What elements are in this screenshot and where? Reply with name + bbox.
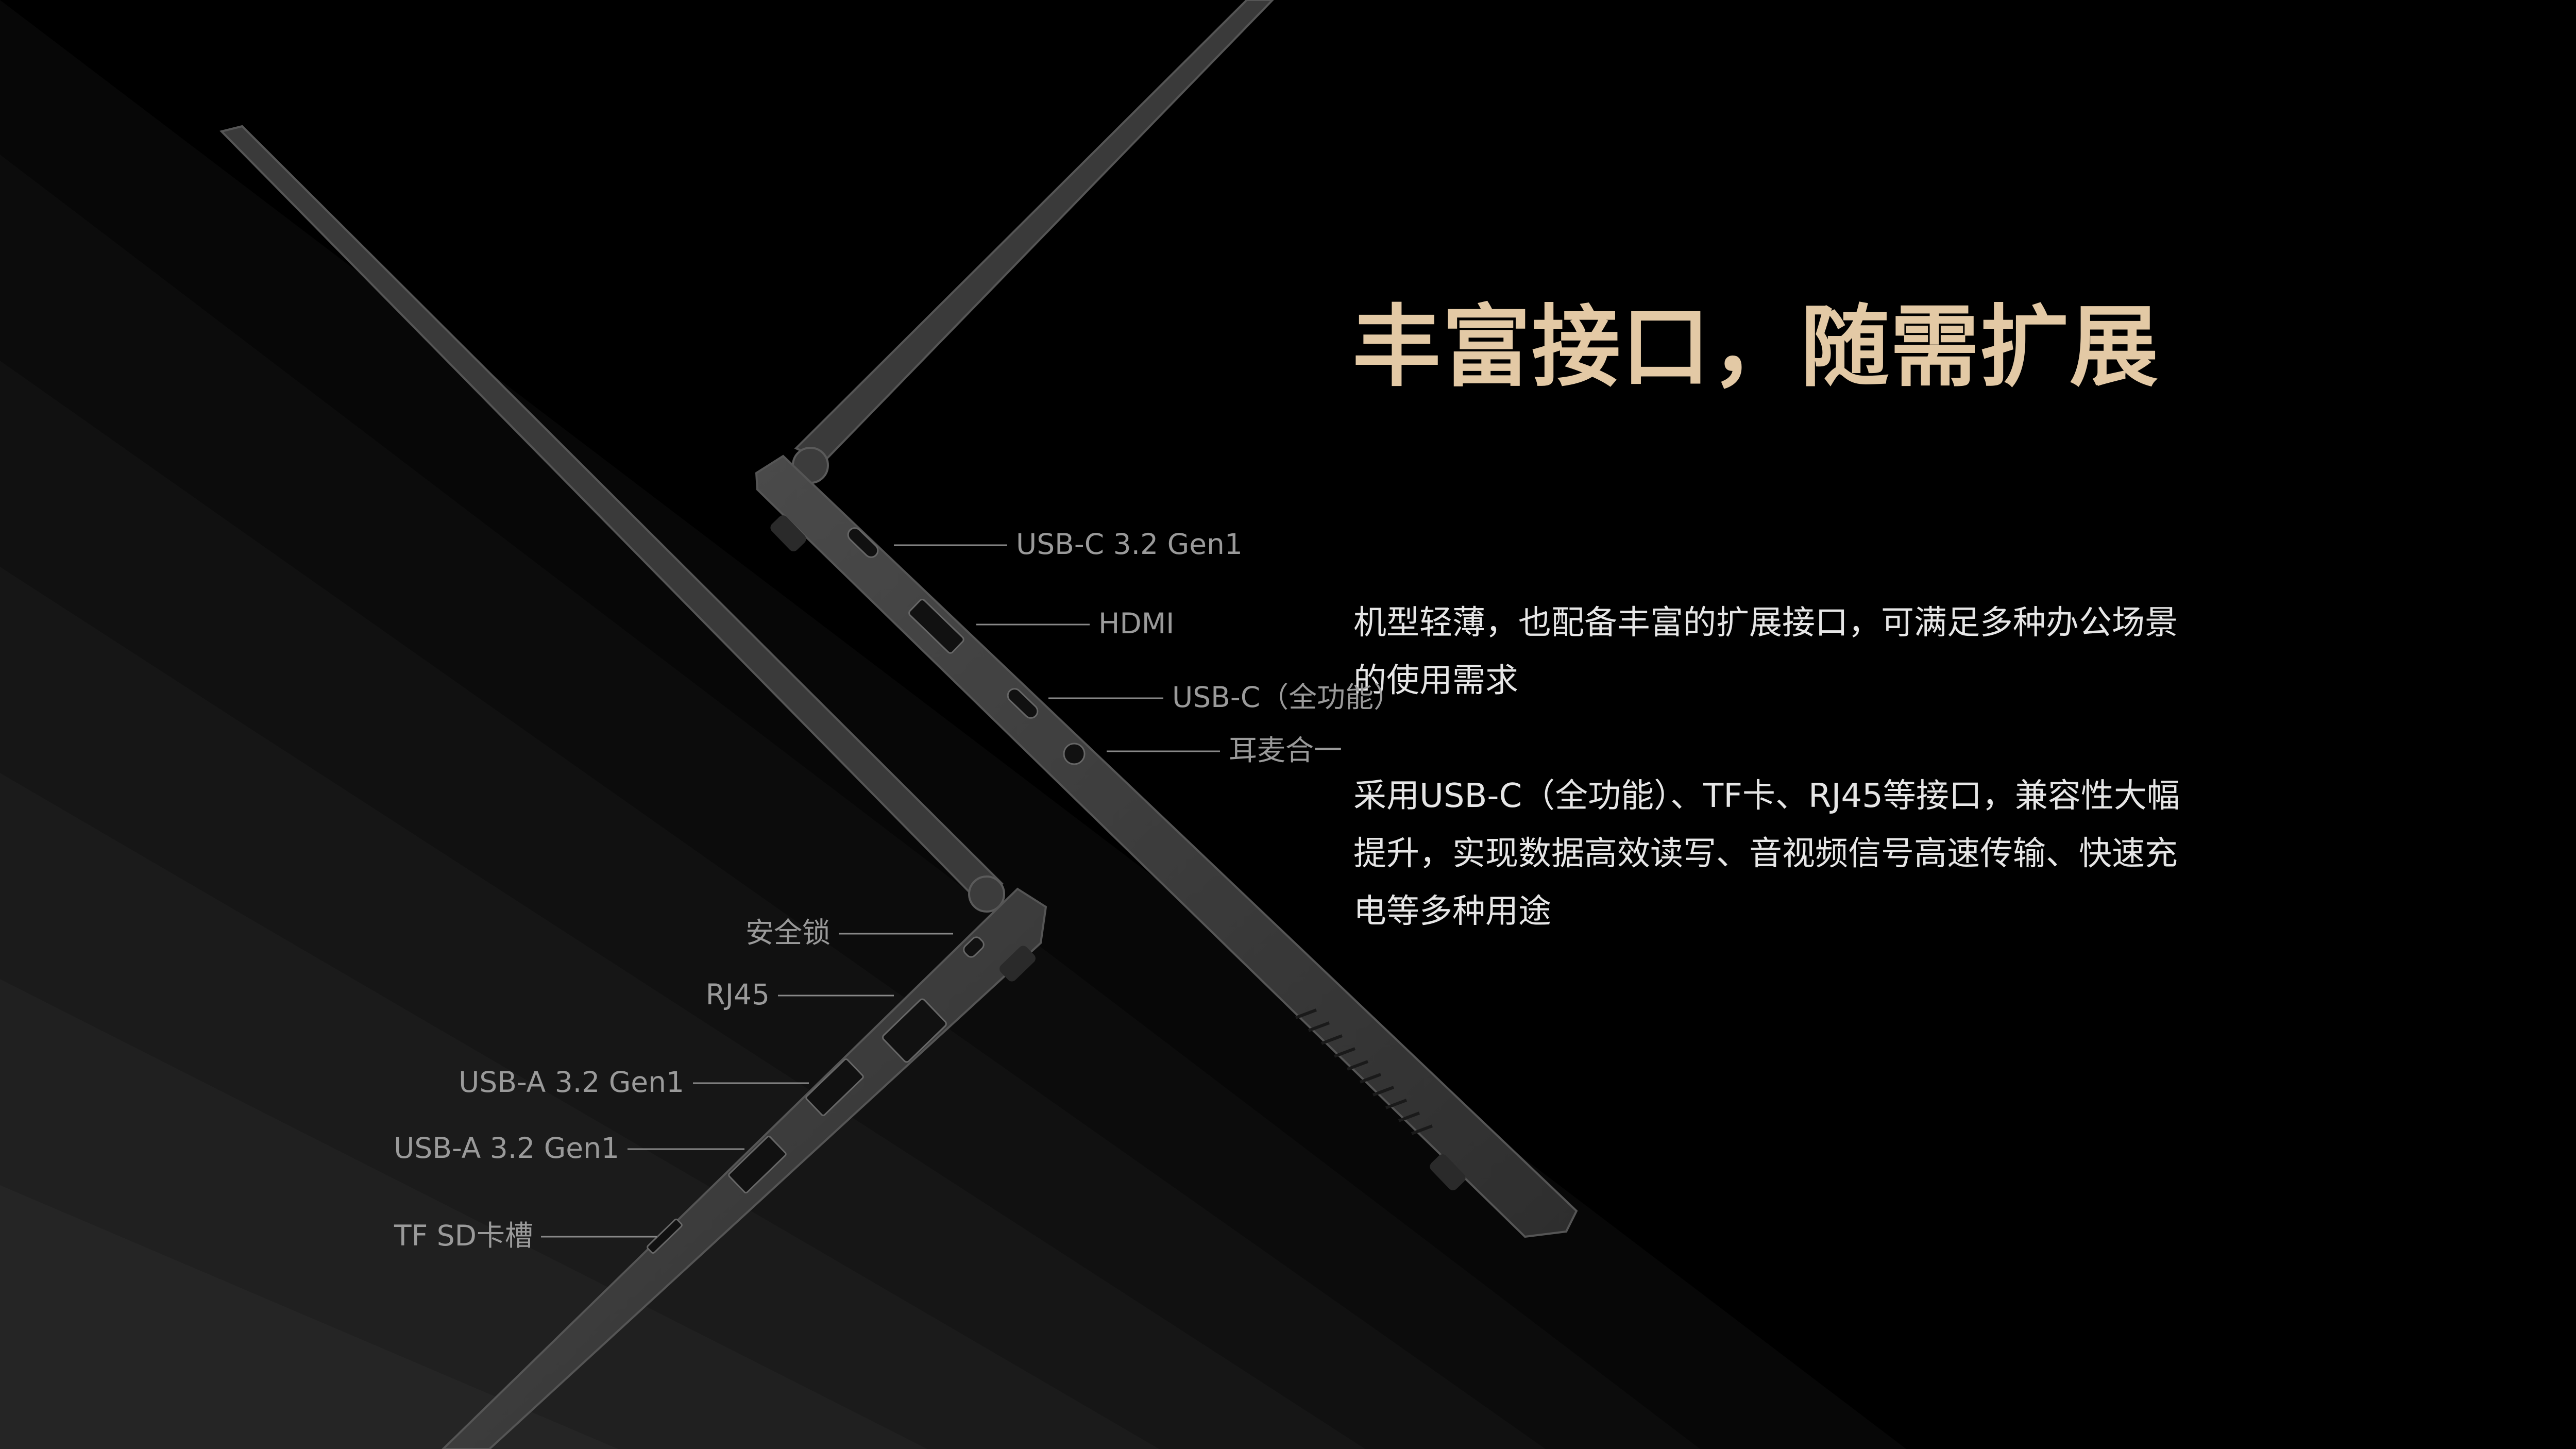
callout-usb-a-3-2-gen1: USB-A 3.2 Gen1 bbox=[459, 1066, 684, 1099]
callout-usb-c-3-2-gen1: USB-C 3.2 Gen1 bbox=[1016, 528, 1243, 561]
usb-c-port-icon bbox=[847, 527, 879, 558]
laptop-lower-hinge bbox=[968, 875, 1005, 913]
laptop-lower-lid bbox=[219, 125, 1004, 903]
laptop-upper bbox=[755, 0, 1578, 1238]
callout-hdmi: HDMI bbox=[1098, 607, 1175, 640]
security-lock-slot-icon bbox=[963, 936, 985, 958]
laptop-lower bbox=[219, 125, 1047, 1449]
callout-tf-sd-card-slot: TF SD卡槽 bbox=[394, 1219, 533, 1252]
laptop-upper-foot bbox=[770, 515, 806, 551]
headset-jack-icon bbox=[1063, 743, 1086, 765]
usb-c-full-function-port-icon bbox=[1007, 688, 1039, 719]
description-paragraph: 采用USB-C（全功能）、TF卡、RJ45等接口，兼容性大幅提升，实现数据高效读… bbox=[1353, 777, 2180, 931]
headline: 丰富接口，随需扩展 bbox=[1352, 295, 2159, 399]
usb-a-port-icon bbox=[805, 1058, 864, 1117]
usb-a-port-icon bbox=[728, 1135, 787, 1194]
rj45-port-icon bbox=[882, 998, 947, 1063]
callout-rj45: RJ45 bbox=[705, 978, 770, 1011]
callout-usb-a-3-2-gen1: USB-A 3.2 Gen1 bbox=[394, 1132, 619, 1165]
description-paragraph: 机型轻薄，也配备丰富的扩展接口，可满足多种办公场景的使用需求 bbox=[1353, 604, 2178, 700]
callout-security-lock: 安全锁 bbox=[745, 916, 831, 949]
laptop-upper-base bbox=[755, 454, 1578, 1238]
laptop-upper-foot bbox=[1430, 1154, 1466, 1190]
callout-headset-jack: 耳麦合一 bbox=[1229, 734, 1343, 767]
laptop-upper-vent bbox=[1295, 1008, 1433, 1135]
callout-usb-c-full-function: USB-C（全功能） bbox=[1172, 681, 1402, 714]
hdmi-port-icon bbox=[908, 599, 964, 654]
laptop-lower-foot bbox=[999, 946, 1036, 982]
tf-card-slot-icon bbox=[647, 1218, 683, 1254]
